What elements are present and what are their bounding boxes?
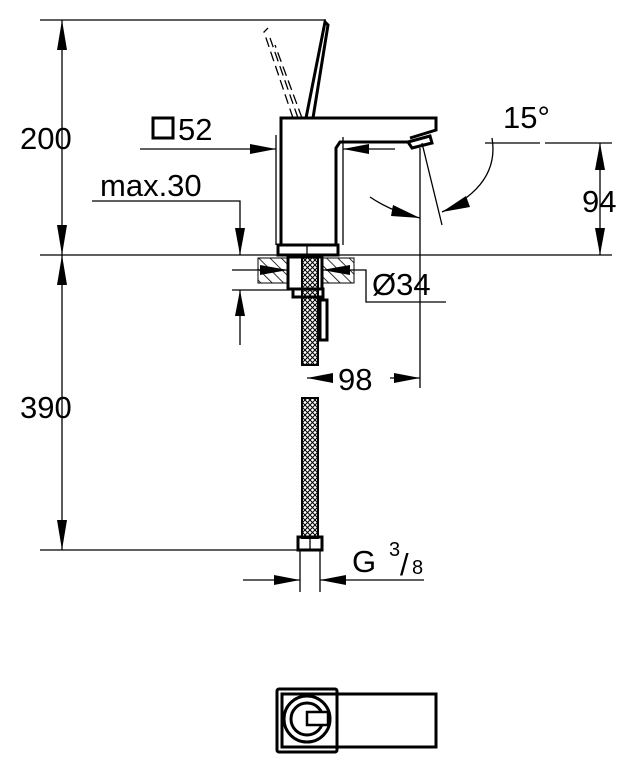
thread-dimension (243, 575, 424, 585)
spout-reach-dimension (307, 148, 421, 388)
dimension-200-label: 200 (20, 121, 72, 156)
spout-angle-dimension (369, 137, 540, 226)
top-view (275, 687, 438, 754)
thread-slash-label: / (400, 547, 409, 582)
dimension-max30-label: max.30 (100, 168, 202, 203)
dimension-94-label: 94 (582, 184, 616, 219)
thread-letter-label: G (352, 544, 376, 579)
counter-thickness-dimension (92, 200, 290, 345)
spout-height-dimension (545, 142, 612, 255)
counter-section (257, 255, 355, 592)
square-symbol-icon (151, 116, 175, 140)
dimension-diameter34-label: Ø34 (372, 267, 431, 302)
dimension-52-label: 52 (178, 112, 212, 147)
height-dimension-line (57, 20, 67, 550)
dimension-390-label: 390 (20, 390, 72, 425)
lever-handle (263, 18, 330, 119)
hole-diameter-dimension (232, 265, 446, 303)
faucet-body (275, 116, 438, 257)
thread-denominator-label: 8 (412, 557, 423, 579)
thread-numerator-label: 3 (389, 539, 400, 561)
body-width-dimension (140, 116, 395, 154)
dimension-15deg-label: 15° (503, 100, 550, 135)
dimension-98-label: 98 (338, 362, 372, 397)
